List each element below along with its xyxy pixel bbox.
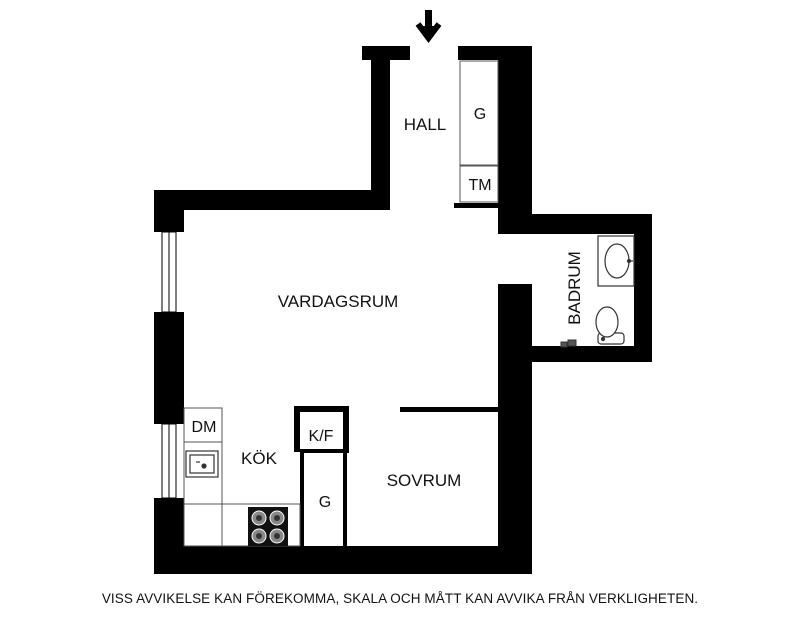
washbasin-icon <box>597 235 635 287</box>
kitchen-sink-icon <box>185 450 219 478</box>
fixture-label-sovrum-garderob: G <box>319 494 331 511</box>
fixture-label-diskmaskin: DM <box>192 419 217 436</box>
entrance-arrow-icon <box>415 10 442 43</box>
fixture-label-hall-garderob: G <box>474 106 486 123</box>
room-label-hall: HALL <box>404 115 447 134</box>
shower-mixer-icon <box>560 339 577 348</box>
walls <box>154 46 652 574</box>
fixture-label-tvattmaskin: TM <box>468 177 491 194</box>
windows <box>161 231 177 499</box>
room-label-kok: KÖK <box>241 449 278 468</box>
fixture-label-kyl-frys: K/F <box>309 428 334 445</box>
hall-closets <box>459 60 499 203</box>
room-label-sovrum: SOVRUM <box>387 471 462 490</box>
disclaimer-text: VISS AVVIKELSE KAN FÖREKOMMA, SKALA OCH … <box>101 591 699 606</box>
toilet-icon <box>595 306 625 345</box>
stove-icon <box>248 507 288 546</box>
room-label-badrum: BADRUM <box>565 251 584 325</box>
room-label-vardagsrum: VARDAGSRUM <box>278 292 399 311</box>
